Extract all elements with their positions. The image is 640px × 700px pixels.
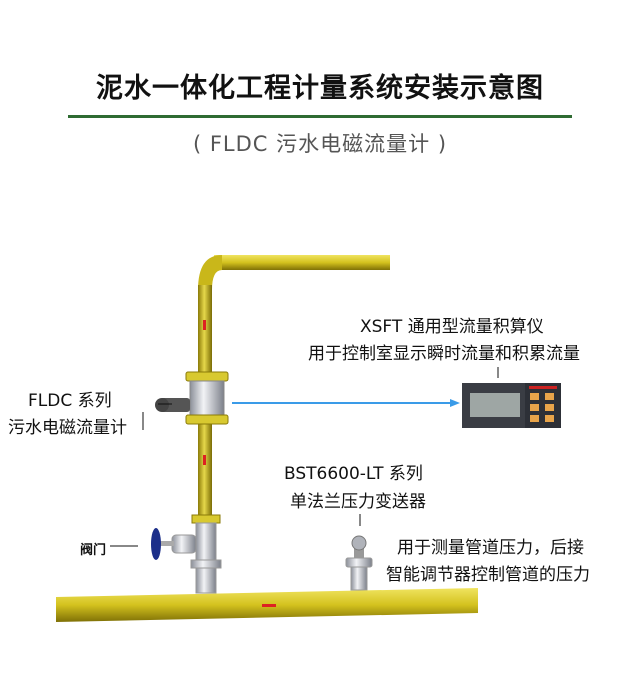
signal-arrow [232, 399, 460, 407]
transmitter-desc-line2: 智能调节器控制管道的压力 [386, 565, 590, 585]
pressure-transmitter [345, 535, 373, 591]
transmitter-series-label: BST6600-LT 系列 [284, 464, 423, 484]
transmitter-desc-line1: 用于测量管道压力，后接 [397, 538, 584, 558]
flowmeter-name-label: 污水电磁流量计 [8, 418, 127, 438]
integrator-name-label: XSFT 通用型流量积算仪 [360, 317, 544, 337]
valve-assembly [151, 514, 222, 594]
flowmeter-series-label: FLDC 系列 [28, 391, 112, 411]
page-title: 泥水一体化工程计量系统安装示意图 [96, 73, 544, 104]
flow-integrator-device [462, 383, 561, 428]
valve-handwheel [151, 528, 161, 560]
valve-label: 阀门 [80, 543, 107, 558]
top-pipe [198, 255, 390, 290]
transmitter-name-label: 单法兰压力变送器 [290, 492, 426, 512]
title-divider [68, 115, 572, 118]
page-subtitle: ( FLDC 污水电磁流量计 ) [192, 132, 448, 156]
electromagnetic-flowmeter [155, 371, 229, 425]
integrator-desc-label: 用于控制室显示瞬时流量和积累流量 [308, 344, 580, 364]
